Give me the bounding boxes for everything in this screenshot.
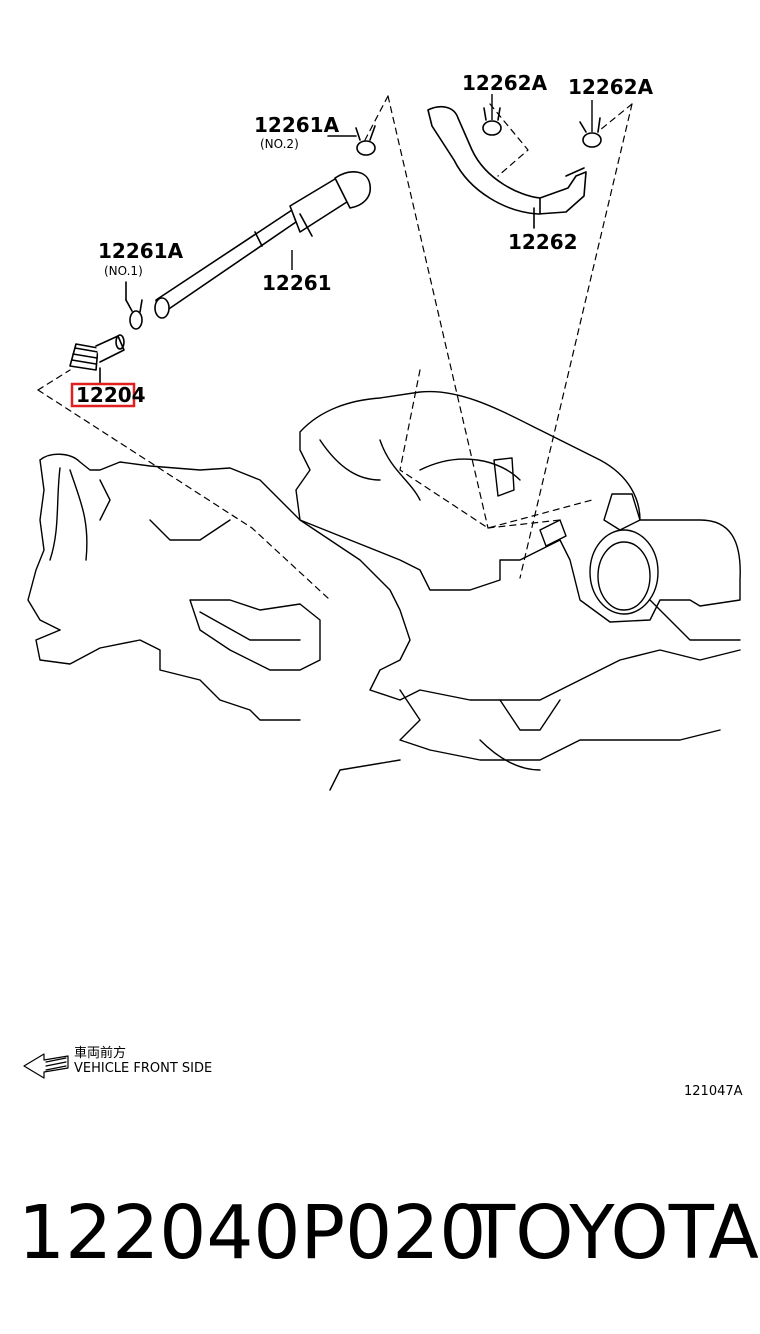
callout-hose-clamp-no1: 12261A — [98, 239, 184, 263]
callout-ventilation-hose-2: 12262 — [508, 230, 578, 254]
part-number: 122040P020 — [18, 1190, 487, 1276]
callout-hose-clamp-no2: 12261A — [254, 113, 340, 137]
clamp-12262a-right-icon — [579, 117, 602, 148]
front-direction-japanese: 車両前方 — [74, 1046, 127, 1061]
callout-clamp-a: 12262A — [462, 71, 548, 95]
callout-hose-clamp-no1-sub: (NO.1) — [104, 264, 143, 278]
hose-clamp-no1-icon — [125, 281, 143, 330]
leader-lines — [37, 95, 633, 601]
ventilation-hose-12262 — [427, 105, 587, 229]
callout-hose-clamp-no2-sub: (NO.2) — [260, 137, 299, 151]
engine-block-outline — [27, 390, 741, 791]
pcv-valve-icon — [69, 334, 125, 385]
ventilation-hose-12261 — [154, 171, 372, 319]
clamp-12262a-left-icon — [482, 107, 502, 136]
callout-ventilation-hose: 12261 — [262, 271, 332, 295]
diagram-code: 121047A — [684, 1084, 743, 1099]
callout-pcv-valve[interactable]: 12204 — [76, 383, 146, 407]
front-direction-english: VEHICLE FRONT SIDE — [74, 1061, 213, 1076]
front-direction-arrow-icon — [23, 1053, 69, 1079]
highlight-box — [70, 382, 136, 408]
callout-clamp-b: 12262A — [568, 75, 654, 99]
brand-name: TOYOTA — [470, 1190, 759, 1276]
hose-clamp-no2-icon — [327, 125, 376, 156]
